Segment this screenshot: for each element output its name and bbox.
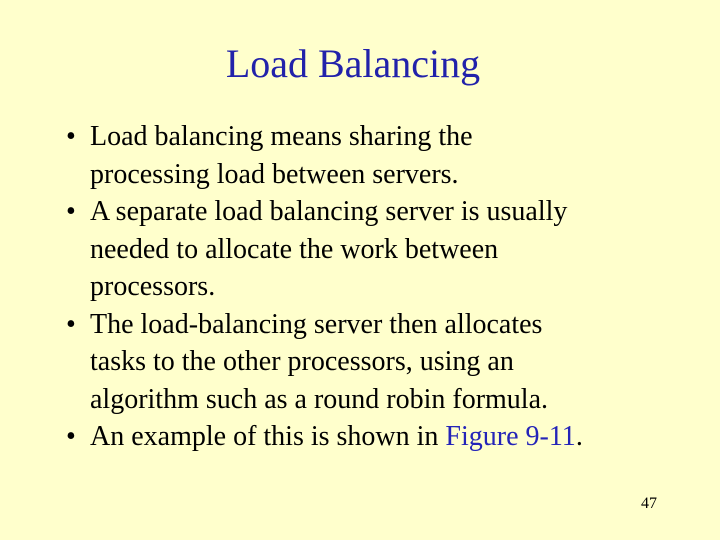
bullet-line: algorithm such as a round robin formula. <box>90 383 549 415</box>
bullet-item: • Load balancing means sharing the proce… <box>64 118 684 193</box>
bullet-icon: • <box>66 421 76 452</box>
bullet-line: processors. <box>90 271 216 302</box>
slide-title: Load Balancing <box>225 41 481 86</box>
bullet-line: An example of this is shown in Figure 9-… <box>90 418 684 456</box>
bullet-item: • An example of this is shown in Figure … <box>64 418 684 456</box>
bullet-list: • Load balancing means sharing the proce… <box>64 118 684 456</box>
bullet-line: needed to allocate the work between <box>90 233 499 265</box>
bullet-line: processing load between servers. <box>90 158 459 190</box>
bullet-line: A separate load balancing server is usua… <box>90 196 568 227</box>
bullet-icon: • <box>66 196 76 227</box>
bullet-item: • A separate load balancing server is us… <box>64 193 684 306</box>
figure-9-11-link[interactable]: Figure 9-11 <box>445 421 576 452</box>
bullet-line: The load-balancing server then allocates <box>90 308 543 340</box>
bullet-icon: • <box>66 121 76 152</box>
bullet-line-suffix: . <box>575 421 583 452</box>
bullet-line: Load balancing means sharing the <box>90 121 473 152</box>
page-number: 47 <box>641 495 657 512</box>
bullet-item: • The load-balancing server then allocat… <box>64 306 684 419</box>
bullet-line-prefix: An example of this is shown in <box>90 421 446 452</box>
bullet-icon: • <box>66 308 76 340</box>
bullet-line: tasks to the other processors, using an <box>90 346 514 377</box>
